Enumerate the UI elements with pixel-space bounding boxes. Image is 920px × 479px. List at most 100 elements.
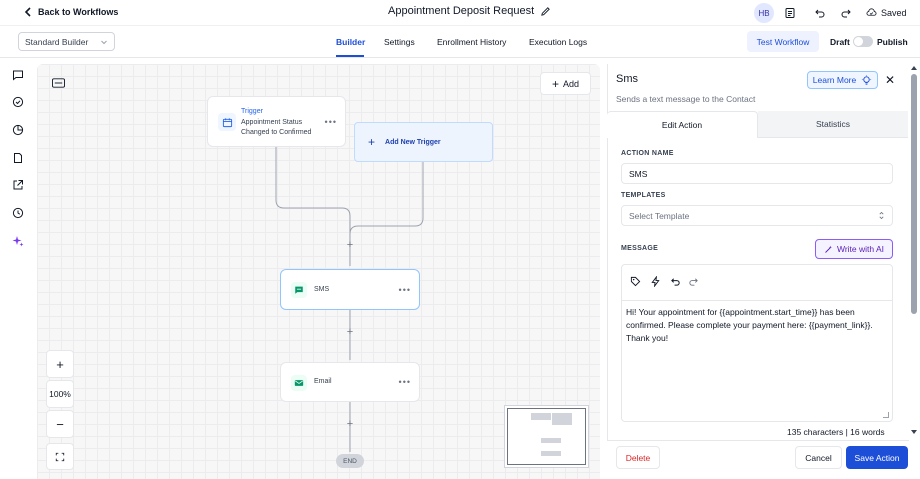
chevron-down-icon	[101, 40, 107, 44]
sub-bar: Standard Builder Builder Settings Enroll…	[0, 26, 920, 58]
saved-label: Saved	[881, 7, 907, 18]
panel-title: Sms	[616, 73, 638, 85]
tab-enrollment-history[interactable]: Enrollment History	[437, 37, 507, 47]
keyboard-icon	[51, 78, 65, 88]
document-icon[interactable]	[11, 151, 25, 165]
close-icon[interactable]: ✕	[884, 73, 896, 87]
trigger-node[interactable]: Trigger Appointment Status Changed to Co…	[207, 96, 346, 147]
redo-button[interactable]	[836, 3, 856, 23]
tab-settings[interactable]: Settings	[384, 37, 415, 47]
sms-node-label: SMS	[314, 286, 330, 293]
trigger-description: Appointment Status Changed to Confirmed	[241, 119, 312, 136]
email-node-label: Email	[314, 378, 332, 385]
test-workflow-button[interactable]: Test Workflow	[747, 31, 819, 52]
builder-mode-select[interactable]: Standard Builder	[18, 32, 115, 51]
top-bar: Back to Workflows Appointment Deposit Re…	[0, 0, 920, 26]
email-icon	[291, 375, 307, 391]
back-to-workflows-link[interactable]: Back to Workflows	[22, 6, 118, 18]
chat-icon[interactable]	[11, 68, 25, 82]
fit-view-button[interactable]	[46, 443, 74, 470]
lightning-icon[interactable]	[649, 275, 661, 287]
undo-button[interactable]	[810, 3, 830, 23]
workflow-title-text: Appointment Deposit Request	[388, 5, 535, 17]
message-counts: 135 characters | 16 words	[787, 427, 885, 437]
learn-more-button[interactable]: Learn More	[807, 71, 878, 89]
more-options-icon[interactable]: •••	[398, 377, 411, 387]
email-node[interactable]: Email •••	[280, 362, 420, 402]
zoom-level: 100%	[46, 380, 74, 408]
more-options-icon[interactable]: •••	[324, 116, 337, 127]
message-text[interactable]: Hi! Your appointment for {{appointment.s…	[626, 307, 873, 343]
minimap-node	[552, 413, 572, 425]
pie-chart-icon[interactable]	[11, 123, 25, 137]
learn-more-label: Learn More	[812, 75, 857, 85]
scroll-up-icon[interactable]	[910, 65, 918, 71]
back-label: Back to Workflows	[38, 7, 119, 17]
chevron-up-down-icon	[879, 211, 884, 220]
save-action-button[interactable]: Save Action	[846, 446, 908, 469]
minimap-node	[531, 413, 551, 420]
history-icon[interactable]	[11, 206, 25, 220]
left-rail	[0, 58, 36, 479]
zoom-in-button[interactable]: +	[46, 350, 74, 378]
lightbulb-icon	[862, 74, 872, 85]
end-marker: END	[336, 454, 364, 468]
add-new-trigger-button[interactable]: + Add New Trigger	[354, 122, 493, 162]
templates-select[interactable]: Select Template	[621, 205, 893, 226]
draft-label: Draft	[830, 37, 850, 47]
workflow-title[interactable]: Appointment Deposit Request	[388, 5, 551, 17]
zoom-out-button[interactable]: −	[46, 410, 74, 438]
minimap-viewport	[507, 408, 586, 465]
tab-edit-action[interactable]: Edit Action	[607, 111, 758, 138]
publish-toggle[interactable]	[853, 36, 873, 47]
more-options-icon[interactable]: •••	[398, 284, 411, 295]
sms-node[interactable]: SMS •••	[280, 269, 420, 310]
panel-scrollbar[interactable]	[909, 64, 920, 438]
builder-mode-value: Standard Builder	[25, 36, 89, 47]
notes-icon-button[interactable]	[780, 3, 800, 23]
insert-step-button[interactable]: +	[346, 239, 354, 251]
keyboard-shortcuts-button[interactable]	[50, 76, 66, 90]
pencil-icon[interactable]	[540, 6, 551, 17]
write-with-ai-button[interactable]: Write with AI	[815, 239, 893, 259]
templates-placeholder: Select Template	[629, 210, 690, 221]
scroll-thumb[interactable]	[911, 74, 917, 314]
calendar-icon	[218, 113, 236, 131]
add-trigger-label: Add New Trigger	[385, 138, 441, 146]
panel-subtitle: Sends a text message to the Contact	[616, 94, 756, 104]
tab-statistics[interactable]: Statistics	[758, 111, 908, 138]
action-name-value: SMS	[629, 168, 648, 179]
check-circle-icon[interactable]	[11, 95, 25, 109]
insert-step-button[interactable]: +	[346, 418, 354, 430]
write-ai-label: Write with AI	[836, 244, 885, 254]
message-label: MESSAGE	[621, 245, 659, 252]
undo-icon	[815, 9, 825, 18]
insert-step-button[interactable]: +	[346, 326, 354, 338]
ai-sparkle-icon[interactable]	[11, 234, 25, 248]
magic-wand-icon	[825, 245, 832, 253]
tab-builder[interactable]: Builder	[336, 37, 366, 47]
templates-label: TEMPLATES	[621, 192, 666, 199]
minimap[interactable]	[504, 405, 589, 468]
active-tab-indicator	[336, 55, 364, 57]
cancel-button[interactable]: Cancel	[795, 446, 842, 469]
action-name-input[interactable]: SMS	[621, 163, 893, 184]
undo-icon[interactable]	[669, 275, 681, 287]
cloud-check-icon	[866, 8, 877, 16]
plus-icon: +	[551, 76, 559, 91]
notes-icon	[785, 8, 795, 18]
expand-icon	[55, 452, 65, 461]
add-node-button[interactable]: + Add	[540, 72, 591, 95]
add-label: Add	[563, 78, 580, 89]
external-link-icon[interactable]	[11, 178, 25, 192]
publish-label: Publish	[877, 37, 908, 47]
tag-icon[interactable]	[629, 275, 641, 287]
tab-execution-logs[interactable]: Execution Logs	[529, 37, 588, 47]
delete-button[interactable]: Delete	[616, 446, 660, 469]
avatar[interactable]: HB	[754, 3, 774, 23]
scroll-down-icon[interactable]	[910, 429, 918, 435]
message-editor[interactable]: Hi! Your appointment for {{appointment.s…	[621, 264, 893, 422]
redo-icon[interactable]	[687, 275, 699, 287]
resize-handle[interactable]	[883, 412, 889, 418]
